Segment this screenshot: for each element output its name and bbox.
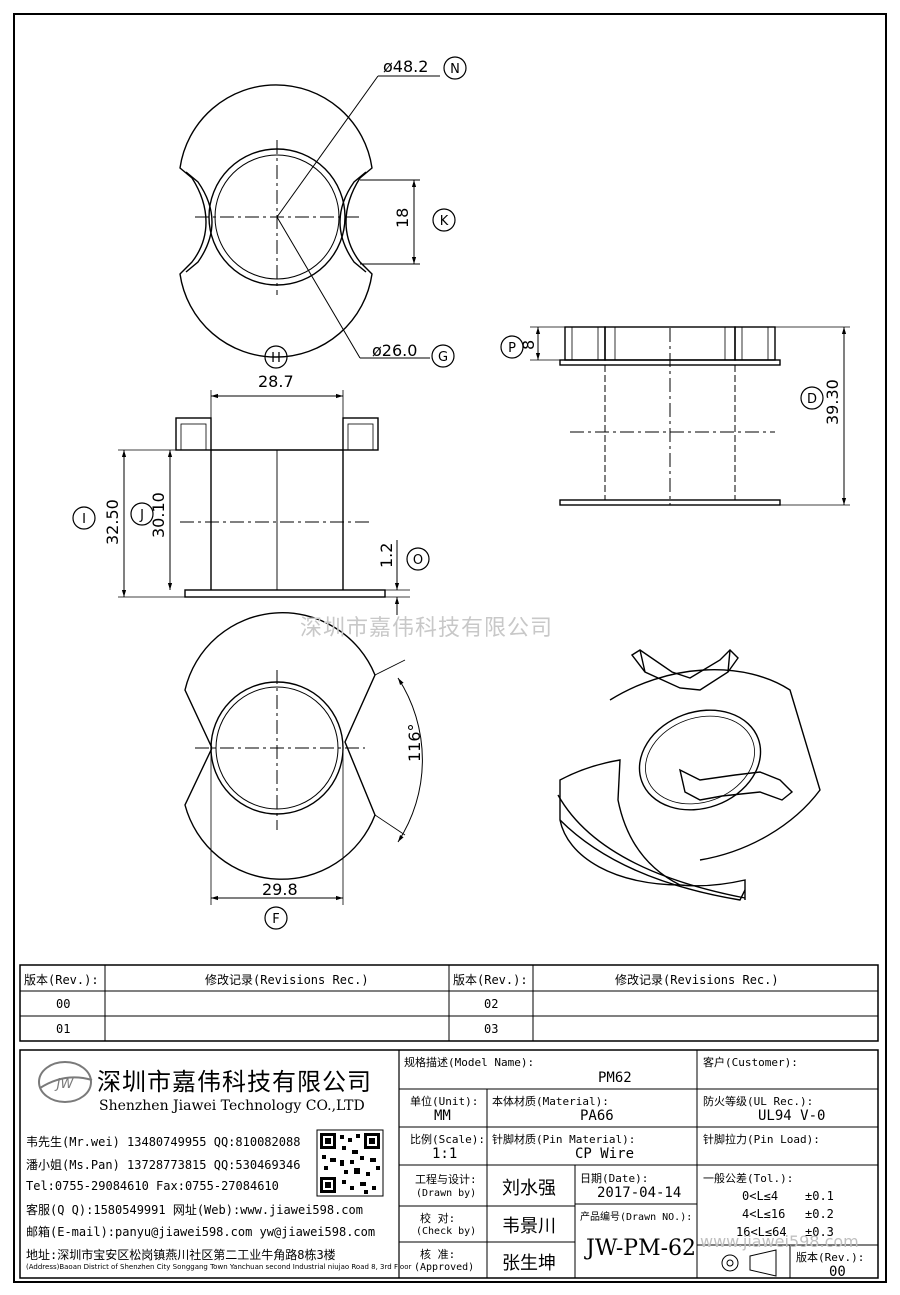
dim-diameter-48: ø48.2 <box>383 57 428 76</box>
rev-row-00: 00 <box>56 997 71 1011</box>
scale-label: 比例(Scale): <box>410 1133 485 1146</box>
material-label: 本体材质(Material): <box>492 1095 609 1108</box>
rev-value: 00 <box>829 1264 846 1280</box>
drawing-frame <box>13 13 887 1283</box>
rev-row-03: 03 <box>484 1022 499 1036</box>
balloon-o: O <box>413 553 423 568</box>
dim-28-7: 28.7 <box>258 372 294 391</box>
balloon-f: F <box>272 912 279 927</box>
date-value: 2017-04-14 <box>597 1185 682 1201</box>
tol-label: 一般公差(Tol.): <box>703 1172 794 1185</box>
watermark-url: www.jiawei598.com <box>700 1232 859 1251</box>
ul-label: 防火等级(UL Rec.): <box>703 1095 814 1108</box>
contact-pan: 潘小姐(Ms.Pan) 13728773815 QQ:530469346 <box>26 1158 301 1172</box>
dim-diameter-26: ø26.0 <box>372 341 417 360</box>
check-label-en: (Check by) <box>416 1226 477 1237</box>
balloon-d: D <box>807 392 817 407</box>
date-label: 日期(Date): <box>580 1172 649 1185</box>
contact-qq: 客服(Q Q):1580549991 网址(Web):www.jiawei598… <box>26 1203 363 1217</box>
dim-29-8: 29.8 <box>262 880 298 899</box>
balloon-i: I <box>82 512 86 527</box>
scale-value: 1:1 <box>432 1146 458 1162</box>
dim-39-30: 39.30 <box>823 379 842 425</box>
tol-range-3: 16<L≤64 <box>736 1225 787 1239</box>
unit-label: 单位(Unit): <box>410 1095 479 1108</box>
check-label: 校 对: <box>420 1212 456 1225</box>
side-view <box>530 326 850 506</box>
contact-email: 邮箱(E-mail):panyu@jiawei598.com yw@jiawei… <box>26 1225 376 1239</box>
balloon-p: P <box>508 341 516 356</box>
approved-value: 张生坤 <box>502 1253 556 1274</box>
company-name-en: Shenzhen Jiawei Technology CO.,LTD <box>99 1098 365 1114</box>
dim-8: 8 <box>519 340 538 350</box>
isometric-view <box>557 649 821 901</box>
material-value: PA66 <box>580 1108 614 1124</box>
tol-range-2: 4<L≤16 <box>742 1207 786 1221</box>
model-label: 规格描述(Model Name): <box>404 1056 535 1069</box>
contact-wei: 韦先生(Mr.wei) 13480749955 QQ:810082088 <box>26 1135 301 1149</box>
address-en: (Address)Baoan District of Shenzhen City… <box>26 1263 412 1271</box>
dim-32-50: 32.50 <box>103 499 122 545</box>
tol-value-1: ±0.1 <box>805 1189 834 1203</box>
technical-drawing: ø48.2 18 ø26.0 28.7 32.50 30.10 1.2 8 39… <box>72 56 850 930</box>
drawn-label: 工程与设计: <box>415 1173 477 1186</box>
approved-label: 核 准: <box>420 1248 456 1261</box>
address-cn: 地址:深圳市宝安区松岗镇燕川社区第二工业牛角路8栋3楼 <box>26 1248 336 1262</box>
drawn-value: 刘水强 <box>502 1178 556 1199</box>
dim-angle-116: 116° <box>405 723 424 762</box>
rev-label: 版本(Rev.): <box>796 1251 865 1264</box>
balloon-h: H <box>271 351 281 366</box>
pin-material-value: CP Wire <box>575 1146 635 1162</box>
balloon-g: G <box>438 350 448 365</box>
top-view <box>179 75 440 359</box>
customer-label: 客户(Customer): <box>703 1056 798 1069</box>
contact-tel: Tel:0755-29084610 Fax:0755-27084610 <box>26 1179 279 1193</box>
drawn-no-value: JW-PM-62 <box>586 1236 697 1261</box>
ul-value: UL94 V-0 <box>758 1108 826 1124</box>
drawn-label-en: (Drawn by) <box>416 1188 477 1199</box>
bottom-view <box>184 612 423 905</box>
balloon-j: J <box>139 508 144 523</box>
unit-value: MM <box>434 1108 451 1124</box>
check-value: 韦景川 <box>502 1216 556 1237</box>
rev-row-01: 01 <box>56 1022 71 1036</box>
dim-30-10: 30.10 <box>149 492 168 538</box>
company-name-cn: 深圳市嘉伟科技有限公司 <box>97 1068 372 1096</box>
dim-18: 18 <box>393 208 412 228</box>
tol-value-2: ±0.2 <box>805 1207 834 1221</box>
tol-range-1: 0<L≤4 <box>742 1189 779 1203</box>
dim-1-2: 1.2 <box>377 543 396 568</box>
logo-text: JW <box>54 1077 75 1092</box>
pin-load-label: 针脚拉力(Pin Load): <box>703 1133 820 1146</box>
drawn-no-label: 产品编号(Drawn NO.): <box>580 1212 693 1223</box>
balloon-n: N <box>450 62 460 77</box>
rec-header-right: 修改记录(Revisions Rec.) <box>615 973 779 987</box>
rev-header-left: 版本(Rev.): <box>24 973 99 987</box>
balloon-k: K <box>440 214 449 229</box>
watermark: 深圳市嘉伟科技有限公司 <box>300 616 554 641</box>
approved-label-en: (Approved) <box>414 1262 475 1273</box>
rec-header-left: 修改记录(Revisions Rec.) <box>205 973 369 987</box>
model-value: PM62 <box>598 1070 632 1086</box>
pin-material-label: 针脚材质(Pin Material): <box>492 1133 636 1146</box>
tol-value-3: ±0.3 <box>805 1225 834 1239</box>
front-view <box>118 390 410 615</box>
rev-header-right: 版本(Rev.): <box>453 973 528 987</box>
rev-row-02: 02 <box>484 997 499 1011</box>
